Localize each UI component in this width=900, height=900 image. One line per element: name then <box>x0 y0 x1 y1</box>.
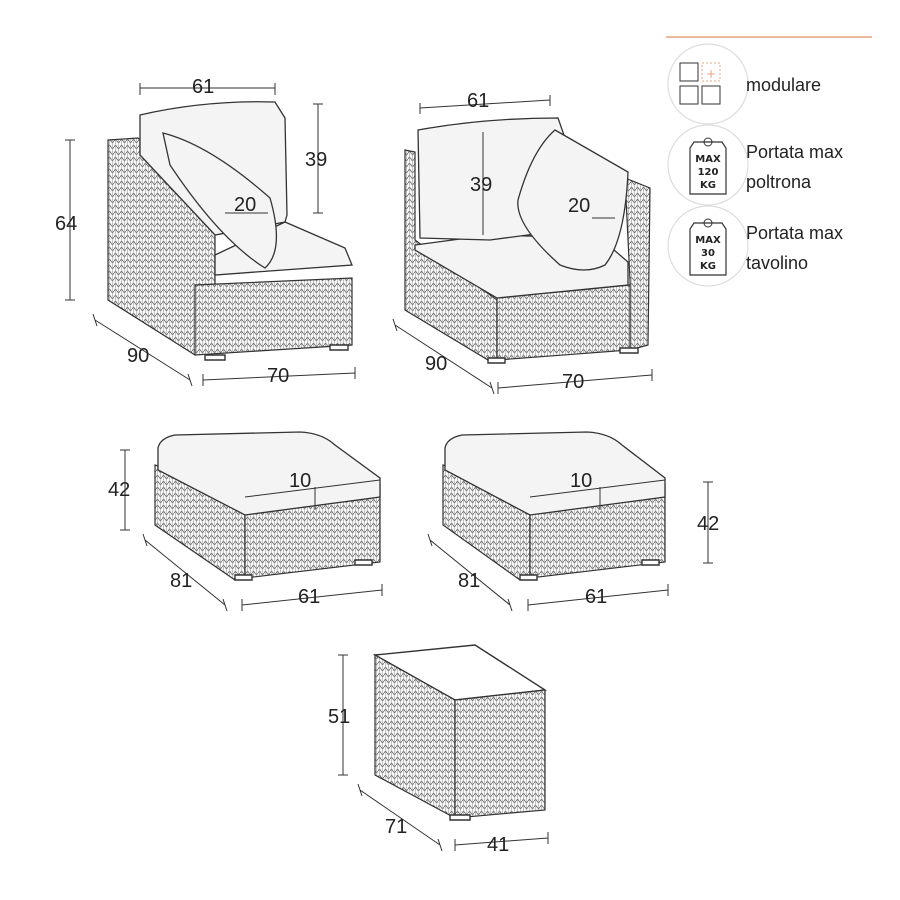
legend: + modulare MAX 120 KG Portata max poltro… <box>666 36 872 287</box>
dim-width: 61 <box>467 90 489 112</box>
badge-max: MAX <box>695 154 721 165</box>
corner-armchair-right: 61 39 20 90 70 <box>392 90 653 395</box>
dim-height: 51 <box>328 706 350 728</box>
badge-max: MAX <box>695 235 721 246</box>
legend-label-armchair-line2: poltrona <box>746 172 812 192</box>
dim-cushion: 10 <box>570 470 592 492</box>
dim-back-height: 39 <box>470 174 492 196</box>
modular-grid-icon: + <box>679 62 721 105</box>
ottoman-right: 10 42 81 61 <box>427 431 719 612</box>
side-pillow <box>517 129 629 271</box>
ottoman-cushion <box>444 431 666 516</box>
weight-tag-icon <box>689 218 727 276</box>
table-front <box>454 689 546 819</box>
dim-cushion: 10 <box>289 470 311 492</box>
legend-item-modular: + modulare <box>667 43 821 125</box>
dim-height: 42 <box>108 479 130 501</box>
legend-item-table-capacity: MAX 30 KG Portata max tavolino <box>667 205 843 287</box>
dim-depth: 81 <box>170 570 192 592</box>
badge-unit: KG <box>700 180 716 191</box>
dim-length: 70 <box>562 371 584 393</box>
legend-item-armchair-capacity: MAX 120 KG Portata max poltrona <box>667 124 843 206</box>
corner-armchair-left: 61 39 20 64 90 70 <box>55 76 356 387</box>
badge-unit: KG <box>700 261 716 272</box>
dim-pillow: 20 <box>568 195 590 217</box>
dim-width: 41 <box>487 834 509 856</box>
svg-text:+: + <box>706 67 716 81</box>
weight-tag-icon <box>689 137 727 195</box>
side-table: 51 71 41 <box>328 644 549 856</box>
dim-depth: 90 <box>127 345 149 367</box>
dim-height: 42 <box>697 513 719 535</box>
ottoman-left: 42 10 81 61 <box>108 431 383 612</box>
dim-back-height: 39 <box>305 149 327 171</box>
legend-label-modular: modulare <box>746 75 821 95</box>
dim-depth: 71 <box>385 816 407 838</box>
arm-panel <box>624 177 651 351</box>
legend-label-table-line1: Portata max <box>746 223 843 243</box>
dim-length: 70 <box>267 365 289 387</box>
dim-height: 64 <box>55 213 77 235</box>
badge-weight: 30 <box>701 248 715 259</box>
side-pillow <box>162 132 278 269</box>
dim-depth: 81 <box>458 570 480 592</box>
dim-width: 61 <box>298 586 320 608</box>
legend-label-table-line2: tavolino <box>746 253 808 273</box>
dim-width: 61 <box>585 586 607 608</box>
ottoman-cushion <box>157 431 381 516</box>
dim-pillow: 20 <box>234 194 256 216</box>
seat-base <box>194 277 353 356</box>
dim-width: 61 <box>192 76 214 98</box>
badge-weight: 120 <box>698 167 719 178</box>
dim-depth: 90 <box>425 353 447 375</box>
legend-label-armchair-line1: Portata max <box>746 142 843 162</box>
